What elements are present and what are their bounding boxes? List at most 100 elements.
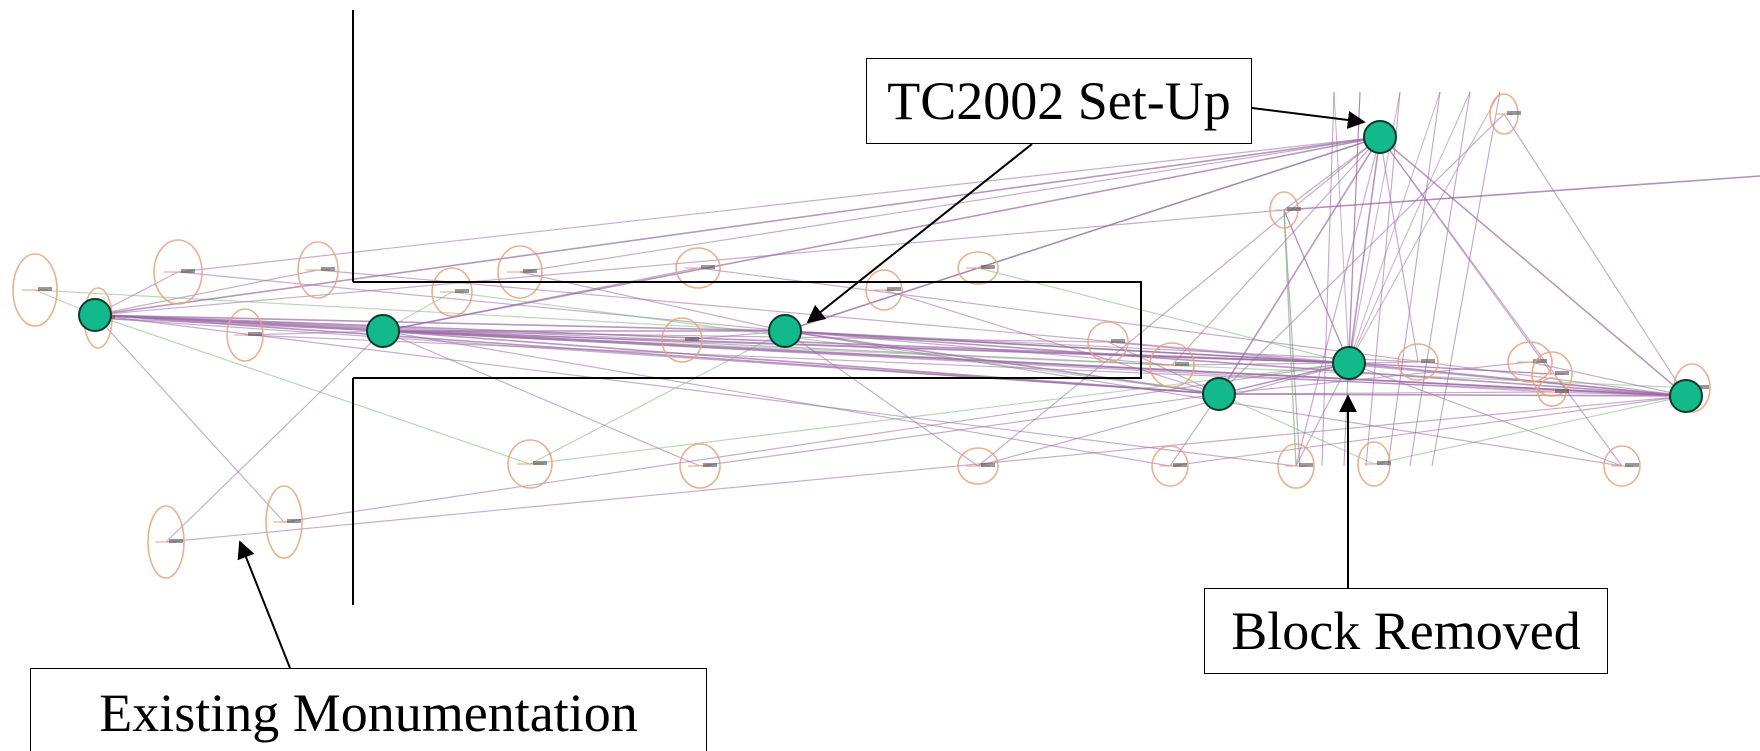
- observation-line-86: [784, 136, 1381, 332]
- station-icon: [1531, 351, 1573, 397]
- station-icon: [297, 241, 339, 299]
- station-ellipse: [679, 443, 721, 489]
- station-icon: [1087, 321, 1129, 363]
- observation-line-82: [382, 136, 1381, 332]
- station-icon: [1489, 93, 1521, 135]
- station-icon: [1151, 445, 1189, 487]
- station-icon: [153, 239, 203, 305]
- observation-line-103: [1409, 91, 1471, 467]
- station-icon: [675, 247, 721, 289]
- station-tag: [321, 267, 335, 271]
- observation-line-49: [1295, 362, 1350, 467]
- callout-setup-label: TC2002 Set-Up: [866, 58, 1252, 144]
- observation-line-74: [94, 314, 1220, 395]
- observation-line-6: [94, 314, 531, 465]
- observation-line-65: [1171, 136, 1381, 366]
- observation-line-79: [382, 330, 1220, 395]
- station-tag: [703, 463, 717, 467]
- observation-line-43: [1171, 362, 1350, 366]
- setup-marker-icon: [1332, 346, 1366, 380]
- observation-line-26: [529, 330, 786, 465]
- observation-line-106: [1348, 91, 1501, 364]
- station-tag: [455, 289, 469, 293]
- observation-line-83: [784, 330, 1220, 395]
- observation-line-52: [244, 334, 1687, 397]
- observation-line-99: [1365, 91, 1401, 467]
- setup-marker-icon: [1202, 377, 1236, 411]
- observation-line-67: [1283, 136, 1381, 211]
- station-tag: [1377, 461, 1391, 465]
- station-icon: [661, 317, 703, 363]
- station-icon: [957, 447, 999, 485]
- station-icon: [497, 245, 543, 299]
- station-tag: [169, 539, 183, 543]
- station-ellipse: [497, 245, 543, 299]
- observation-line-17: [382, 330, 1171, 467]
- observation-line-5: [94, 209, 1285, 316]
- observation-line-81: [382, 330, 1687, 397]
- observation-line-90: [1348, 362, 1687, 397]
- station-tag: [38, 287, 52, 291]
- station-icon: [507, 439, 553, 489]
- station-tag: [1111, 339, 1125, 343]
- station-ellipse: [957, 251, 999, 285]
- station-tag: [685, 337, 699, 341]
- station-tag: [1555, 371, 1569, 375]
- station-icon: [12, 253, 58, 327]
- station-ellipse: [1397, 343, 1439, 381]
- observation-line-104: [1348, 91, 1471, 364]
- station-tag: [887, 287, 901, 291]
- observation-line-68: [1379, 136, 1419, 363]
- setup-marker-icon: [768, 314, 802, 348]
- observation-line-70: [1295, 136, 1381, 467]
- observation-line-13: [382, 330, 1109, 343]
- station-ellipse: [1603, 445, 1641, 487]
- observation-line-16: [382, 330, 701, 467]
- observation-line-87: [1218, 362, 1350, 395]
- station-ellipse: [1149, 342, 1195, 388]
- observation-line-8: [94, 314, 285, 523]
- station-ellipse: [153, 239, 203, 305]
- station-ellipse: [865, 269, 903, 311]
- observation-line-48: [977, 362, 1350, 467]
- station-icon: [147, 505, 185, 579]
- station-ellipse: [1277, 443, 1315, 489]
- block-boundary-rectangle: [353, 281, 1142, 379]
- station-tag: [1175, 362, 1189, 366]
- observation-line-40: [317, 269, 1350, 364]
- observation-line-61: [165, 395, 1687, 543]
- station-tag: [248, 332, 262, 336]
- station-tag: [701, 265, 715, 269]
- observation-line-55: [1529, 361, 1687, 397]
- observation-line-69: [977, 136, 1381, 467]
- station-tag: [981, 463, 995, 467]
- setup-marker-icon: [1363, 120, 1397, 154]
- station-tag: [287, 519, 301, 523]
- station-ellipse: [12, 253, 58, 327]
- observation-line-36: [699, 393, 1220, 467]
- station-ellipse: [1531, 351, 1573, 397]
- station-ellipse: [147, 505, 185, 579]
- station-ellipse: [1151, 445, 1189, 487]
- observation-line-77: [94, 136, 1381, 316]
- observation-line-57: [1503, 113, 1687, 397]
- observation-line-18: [165, 330, 384, 543]
- station-icon: [1357, 441, 1391, 487]
- station-symbols: [12, 93, 1711, 579]
- observation-line-20: [519, 271, 786, 332]
- observation-line-42: [977, 267, 1350, 364]
- station-icon: [679, 443, 721, 489]
- station-ellipse: [675, 247, 721, 289]
- station-icon: [265, 485, 303, 559]
- station-tag: [1555, 389, 1569, 393]
- observation-line-31: [883, 289, 1220, 395]
- observation-line-80: [382, 330, 1350, 364]
- station-icon: [1603, 445, 1641, 487]
- station-icon: [1149, 342, 1195, 388]
- observation-line-62: [177, 136, 1381, 273]
- station-icon: [431, 267, 473, 317]
- observation-line-34: [1218, 113, 1505, 395]
- observation-line-7: [94, 314, 1297, 467]
- station-icon: [957, 251, 999, 285]
